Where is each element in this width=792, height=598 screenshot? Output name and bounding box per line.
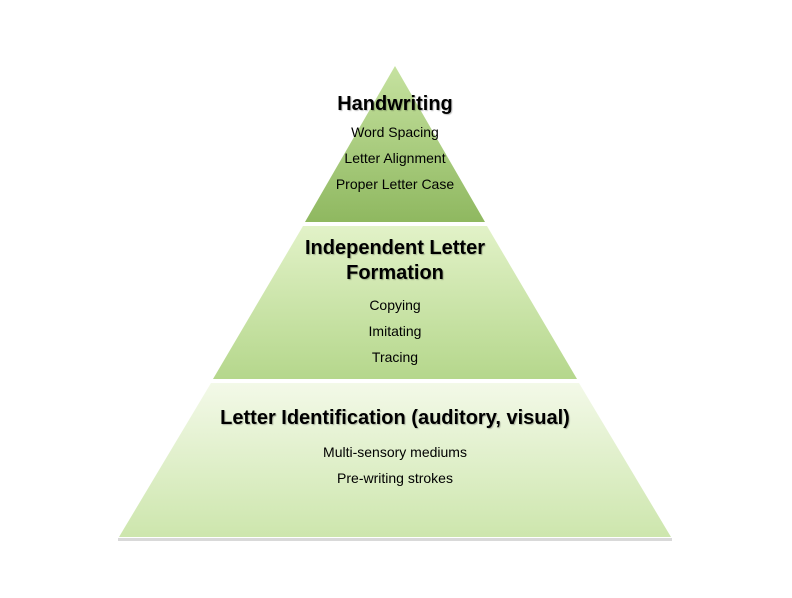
tier-bottom: Letter Identification (auditory, visual)… xyxy=(220,406,570,491)
pyramid-shadow xyxy=(118,538,672,541)
tier-top-shape xyxy=(305,66,485,222)
tier-middle-item: Imitating xyxy=(368,323,422,339)
tier-middle-item: Tracing xyxy=(371,349,419,365)
tier-top: Handwriting Word Spacing Letter Alignmen… xyxy=(290,92,500,197)
tier-bottom-item: Multi-sensory mediums xyxy=(323,444,467,460)
tier-top-item: Word Spacing xyxy=(351,124,439,140)
tier-bottom-title: Letter Identification (auditory, visual) xyxy=(220,407,570,429)
tier-middle-shape xyxy=(213,226,577,379)
tier-top-item: Letter Alignment xyxy=(344,150,446,166)
tier-top-item: Proper Letter Case xyxy=(335,176,455,192)
tier-bottom-shape xyxy=(119,383,671,537)
tier-middle-items: Copying Imitating Tracing xyxy=(255,292,535,370)
tier-bottom-items: Multi-sensory mediums Pre-writing stroke… xyxy=(220,439,570,491)
tier-middle: Independent Letter Formation Copying Imi… xyxy=(255,236,535,370)
tier-middle-title: Independent Letter Formation xyxy=(304,237,485,284)
tier-bottom-item: Pre-writing strokes xyxy=(337,470,453,486)
tier-middle-item: Copying xyxy=(369,297,421,313)
tier-top-title: Handwriting xyxy=(337,93,453,115)
tier-top-items: Word Spacing Letter Alignment Proper Let… xyxy=(290,119,500,197)
